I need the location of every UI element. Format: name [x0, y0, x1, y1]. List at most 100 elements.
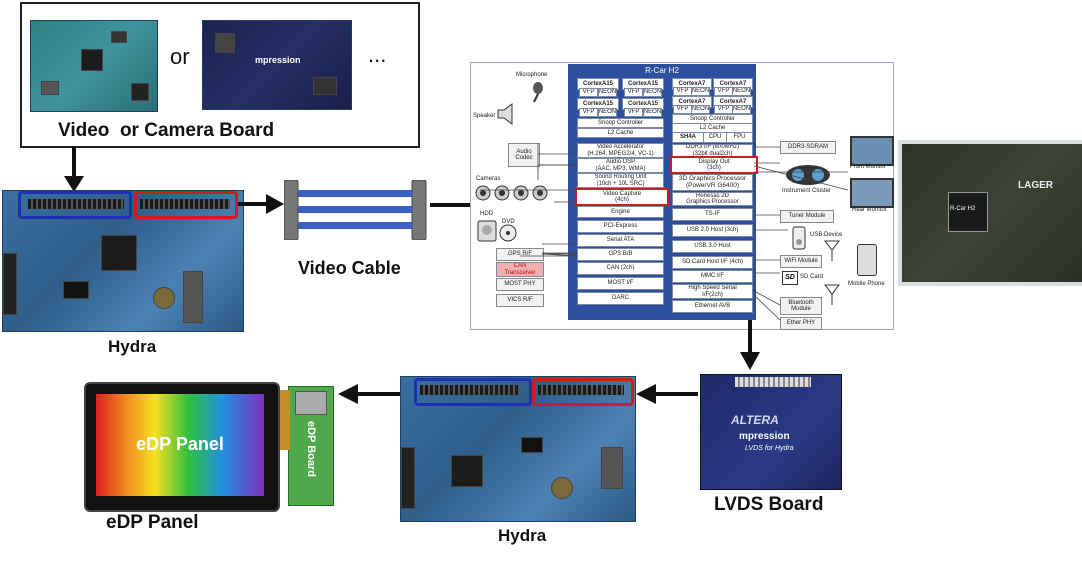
hydra-top-board	[2, 190, 244, 332]
display-out-block: Display Out (3ch)	[670, 156, 758, 174]
hydra-bottom-caption: Hydra	[498, 526, 547, 545]
edp-board-label: eDP Board	[305, 420, 317, 478]
antenna-icon	[824, 240, 840, 261]
sound-routing-block: Sound Routing Unit (10ch + 10L SRC)	[577, 173, 664, 188]
mmc-if-block: MMC I/F	[672, 270, 753, 283]
soc-connection-lines	[480, 143, 849, 321]
microphone-icon	[533, 82, 543, 103]
microphone-label: Microphone	[516, 72, 548, 78]
vics-rf-box: VICS R/F	[496, 294, 544, 307]
neon-unit: NEON	[732, 105, 751, 114]
camera-board-image: mpression	[202, 20, 352, 110]
lvds-altera-text: ALTERA	[731, 413, 779, 427]
sd-card-host-block: SD Card Host I/F (4ch)	[672, 256, 753, 269]
sh4a-fpu: FPU	[726, 132, 753, 143]
lvds-mpression-text: mpression	[739, 431, 790, 442]
hdd-dvd-icon	[477, 220, 517, 242]
or-text: or	[170, 44, 190, 69]
edp-board-image: eDP Board	[288, 386, 334, 506]
neon-unit: NEON	[643, 88, 662, 97]
cameras-label: Cameras	[476, 176, 501, 182]
hydra-top-blue-highlight	[18, 191, 132, 219]
graphics-3d-block: 3D Graphics Processor (PowerVR G6400)	[672, 174, 753, 191]
edp-panel-image: eDP Panel	[84, 382, 280, 512]
snoop-controller-a15: Snoop Controller	[577, 118, 664, 128]
cortex-a15-core: CortexA15	[622, 78, 664, 90]
neon-unit: NEON	[691, 105, 710, 114]
neon-unit: NEON	[598, 108, 617, 117]
rear-monitor-image	[850, 178, 894, 208]
video-accelerator-block: Video Accelerator (H.264, MPEG2/4, VC-1)	[577, 143, 664, 158]
neon-unit: NEON	[598, 88, 617, 97]
vfp-unit: VFP	[624, 88, 643, 97]
soc-title: R-Car H2	[645, 66, 679, 75]
arrow-soc-to-lvds	[740, 320, 760, 370]
usb2-host-block: USB 2.0 Host (3ch)	[672, 224, 753, 237]
wifi-module-box: WiFi Module	[780, 255, 822, 268]
ether-phy-box: Ether PHY	[780, 317, 822, 330]
edp-panel-screen: eDP Panel	[96, 394, 264, 496]
lager-chip	[948, 192, 988, 232]
usb-device-label: USB Device	[810, 232, 843, 238]
ddr3-sdram-box: DDR3-SDRAM	[780, 141, 836, 154]
mobile-phone-label: Mobile Phone	[848, 281, 885, 287]
video-board-image	[30, 20, 158, 112]
hydra-top-caption: Hydra	[108, 337, 157, 356]
most-phy-box: MOST PHY	[496, 278, 544, 291]
hydra-bottom-blue-highlight	[414, 378, 532, 406]
hdd-label: HDD	[480, 211, 493, 217]
lager-brand-text: LAGER	[1018, 180, 1053, 191]
vfp-unit: VFP	[579, 88, 598, 97]
vfp-unit: VFP	[624, 108, 643, 117]
gps-bb-block: GPS B/B	[577, 248, 664, 261]
can-transceiver-box: CAN Transceiver	[496, 262, 544, 277]
arrow-lvds-to-hydra	[636, 384, 698, 404]
ts-if-block: TS-IF	[672, 208, 753, 221]
ellipsis-text: ...	[368, 42, 387, 67]
video-camera-board-caption: Video or Camera Board	[58, 120, 275, 141]
dvd-label: DVD	[502, 219, 515, 225]
lvds-board-image: ALTERA mpression LVDS for Hydra	[700, 374, 842, 490]
ethernet-avb-block: Ethernet AVB	[672, 300, 753, 313]
arrow-hydra-to-edp	[338, 384, 400, 404]
hydra-bottom-connector-right	[538, 385, 624, 395]
camera-board-label: mpression	[255, 55, 301, 65]
video-cable-image	[284, 180, 427, 240]
high-speed-serial-block: High Speed Serial I/F(2ch)	[672, 284, 753, 299]
hydra-bottom-board	[400, 376, 636, 522]
hydra-top-red-highlight	[134, 191, 238, 219]
ddr3-if-block: DDR3 I/F (800MHz) (32bit dual2ch)	[672, 144, 753, 157]
arrow-down-to-hydra	[64, 146, 84, 192]
sd-card-icon: SD	[782, 271, 798, 285]
most-if-block: MOST I/F	[577, 277, 664, 290]
speaker-label: Speaker	[473, 113, 496, 119]
bluetooth-module-box: Bluetooth Module	[780, 297, 822, 315]
gps-rf-box: GPS R/F	[496, 248, 544, 261]
l2-cache-a15: L2 Cache	[577, 128, 664, 138]
can-block: CAN (2ch)	[577, 262, 664, 275]
lager-board-image: LAGER R-Car H2	[898, 140, 1082, 286]
hydra-top-connector-right	[140, 199, 230, 209]
front-monitor-label: Front Monitor	[850, 164, 886, 170]
tuner-module-box: Tuner Module	[780, 210, 834, 223]
audio-codec-box: Audio Codec	[508, 143, 540, 167]
lvds-board-caption: LVDS Board	[714, 494, 824, 515]
usb3-host-block: USB 3.0 Host	[672, 240, 753, 253]
darc-block: DARC	[577, 292, 664, 305]
video-capture-block: Video Capture (4ch)	[575, 188, 669, 206]
neon-unit: NEON	[691, 87, 710, 96]
lvds-sub-text: LVDS for Hydra	[745, 445, 794, 452]
hydra-top-connector-left	[28, 199, 124, 209]
pci-express-block: PCI-Express	[577, 220, 664, 233]
engine-block: Engine	[577, 206, 664, 218]
cameras-icon	[475, 185, 548, 201]
neon-unit: NEON	[643, 108, 662, 117]
audio-dsp-block: Audio DSP (AAC, MP3, WMA)	[577, 158, 664, 173]
arrow-hydra-to-cable	[238, 194, 284, 214]
hydra-bottom-connector-left	[420, 385, 520, 395]
rear-monitor-label: Rear Monitor	[852, 207, 887, 213]
instrument-cluster-label: Instrument Cluster	[782, 188, 832, 194]
edp-panel-screen-text: eDP Panel	[136, 434, 224, 454]
graphics-2d-block: Renesas 2D Graphics Processor	[672, 192, 753, 206]
lager-chip-label: R-Car H2	[950, 206, 976, 212]
